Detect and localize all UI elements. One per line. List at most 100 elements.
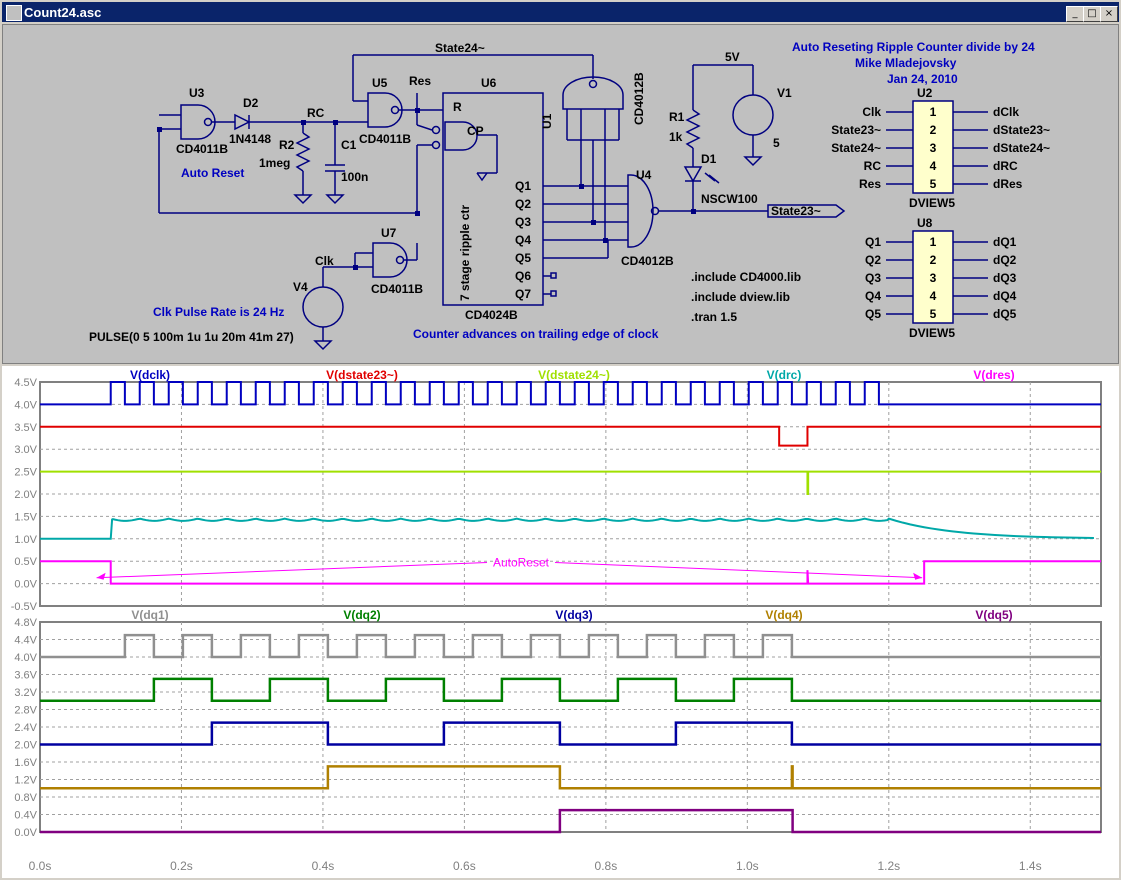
- y-tick-label: 4.0V: [14, 652, 37, 664]
- y-tick-label: 0.5V: [14, 556, 37, 568]
- pulse-directive: PULSE(0 5 100m 1u 1u 20m 41m 27): [89, 330, 294, 344]
- trace-label-0[interactable]: V(dq1): [131, 608, 168, 622]
- trace-label-3[interactable]: V(drc): [767, 368, 802, 382]
- u6-part: CD4024B: [465, 308, 518, 322]
- plot-pane-2: 4.8V4.4V4.0V3.6V3.2V2.8V2.4V2.0V1.6V1.2V…: [14, 608, 1102, 839]
- r1-label: R1: [669, 110, 685, 124]
- q3-label: Q3: [515, 215, 531, 229]
- trace-label-2[interactable]: V(dstate24~): [538, 368, 610, 382]
- u8-pin-4: 4: [930, 289, 937, 303]
- annotation-arrow-left: [96, 572, 106, 580]
- trace-dq3: [40, 721, 1101, 746]
- q6-label: Q6: [515, 269, 531, 283]
- close-button[interactable]: ×: [1100, 6, 1118, 22]
- u3-label: U3: [189, 86, 205, 100]
- y-tick-label: 4.5V: [14, 377, 37, 389]
- q2-label: Q2: [515, 197, 531, 211]
- u8-in-3: Q3: [865, 271, 881, 285]
- u4-label: U4: [636, 168, 652, 182]
- y-tick-label: 4.0V: [14, 399, 37, 411]
- x-tick-label: 1.4s: [1019, 859, 1042, 873]
- rc-label: RC: [307, 106, 325, 120]
- trace-label-4[interactable]: V(dq5): [975, 608, 1012, 622]
- trace-dclk: [40, 381, 1101, 406]
- u8-out-1: dQ1: [993, 235, 1017, 249]
- trace-label-4[interactable]: V(dres): [973, 368, 1014, 382]
- title-bar[interactable]: Count24.asc _ □ ×: [2, 2, 1119, 22]
- trace-drc: [40, 517, 1094, 540]
- maximize-button[interactable]: □: [1083, 6, 1101, 22]
- y-tick-label: 1.6V: [14, 757, 37, 769]
- trace-label-1[interactable]: V(dstate23~): [326, 368, 398, 382]
- x-tick-label: 0.6s: [453, 859, 476, 873]
- annotation-line-right: [554, 562, 923, 579]
- y-tick-label: 2.0V: [14, 489, 37, 501]
- x-tick-label: 1.2s: [877, 859, 900, 873]
- window-title: Count24.asc: [24, 5, 102, 20]
- u2-in-4: RC: [864, 159, 882, 173]
- v1-label: V1: [777, 86, 792, 100]
- y-tick-label: 3.6V: [14, 670, 37, 682]
- res-label: Res: [409, 74, 431, 88]
- d1-label: D1: [701, 152, 717, 166]
- u5-part: CD4011B: [359, 132, 411, 146]
- u8-pin-2: 2: [930, 253, 937, 267]
- schematic-icon: [6, 5, 22, 21]
- x-tick-label: 1.0s: [736, 859, 759, 873]
- u4-part: CD4012B: [621, 254, 674, 268]
- trace-dq4: [40, 765, 1101, 790]
- y-tick-label: 0.4V: [14, 810, 37, 822]
- y-tick-label: 2.8V: [14, 705, 37, 717]
- u2-pin-1: 1: [930, 105, 937, 119]
- x-tick-label: 0.0s: [29, 859, 52, 873]
- include-cd4000: .include CD4000.lib: [691, 270, 801, 284]
- u3-part: CD4011B: [176, 142, 228, 156]
- u8-out-3: dQ3: [993, 271, 1017, 285]
- auto-reset-comment: Auto Reset: [181, 166, 244, 180]
- u2-label: U2: [917, 86, 933, 100]
- schematic-author: Mike Mladejovsky: [855, 56, 957, 70]
- schematic-canvas[interactable]: U3 CD4011B D2 1N4148 RC R2 1meg C1 100n …: [2, 24, 1119, 364]
- trace-label-2[interactable]: V(dq3): [555, 608, 592, 622]
- u8-pin-5: 5: [930, 307, 937, 321]
- trace-label-0[interactable]: V(dclk): [130, 368, 170, 382]
- u8-out-2: dQ2: [993, 253, 1017, 267]
- trace-label-1[interactable]: V(dq2): [343, 608, 380, 622]
- pin-cp-label: CP: [467, 124, 484, 138]
- u8-part: DVIEW5: [909, 326, 955, 340]
- y-tick-label: 3.2V: [14, 687, 37, 699]
- trace-label-3[interactable]: V(dq4): [765, 608, 802, 622]
- state23-label: State23~: [771, 204, 821, 218]
- waveform-plots: 4.5V4.0V3.5V3.0V2.5V2.0V1.5V1.0V0.5V0.0V…: [11, 368, 1102, 873]
- c1-value: 100n: [341, 170, 368, 184]
- v1-value: 5: [773, 136, 780, 150]
- schematic-drawing: U3 CD4011B D2 1N4148 RC R2 1meg C1 100n …: [89, 40, 1050, 351]
- u8-in-5: Q5: [865, 307, 881, 321]
- x-tick-label: 0.8s: [595, 859, 618, 873]
- u2-pin-3: 3: [930, 141, 937, 155]
- u2-pin-2: 2: [930, 123, 937, 137]
- annotation-line-left: [96, 562, 488, 579]
- x-tick-label: 0.2s: [170, 859, 193, 873]
- trace-dres: [40, 560, 1101, 585]
- include-dview: .include dview.lib: [691, 290, 790, 304]
- u8-in-1: Q1: [865, 235, 881, 249]
- u6-label: U6: [481, 76, 497, 90]
- minimize-button[interactable]: _: [1066, 6, 1084, 22]
- u8-in-4: Q4: [865, 289, 881, 303]
- u7-label: U7: [381, 226, 397, 240]
- supply-label: 5V: [725, 50, 740, 64]
- u8-out-5: dQ5: [993, 307, 1017, 321]
- advance-comment: Counter advances on trailing edge of clo…: [413, 327, 659, 341]
- u1-part: CD4012B: [632, 72, 646, 125]
- auto-reset-annotation: AutoReset: [493, 556, 550, 570]
- pin-r-label: R: [453, 100, 462, 114]
- u2-pin-4: 4: [930, 159, 937, 173]
- y-tick-label: 2.5V: [14, 467, 37, 479]
- schematic-title: Auto Reseting Ripple Counter divide by 2…: [792, 40, 1035, 54]
- u8-in-2: Q2: [865, 253, 881, 267]
- v4-label: V4: [293, 280, 308, 294]
- q5-label: Q5: [515, 251, 531, 265]
- u2-out-2: dState23~: [993, 123, 1050, 137]
